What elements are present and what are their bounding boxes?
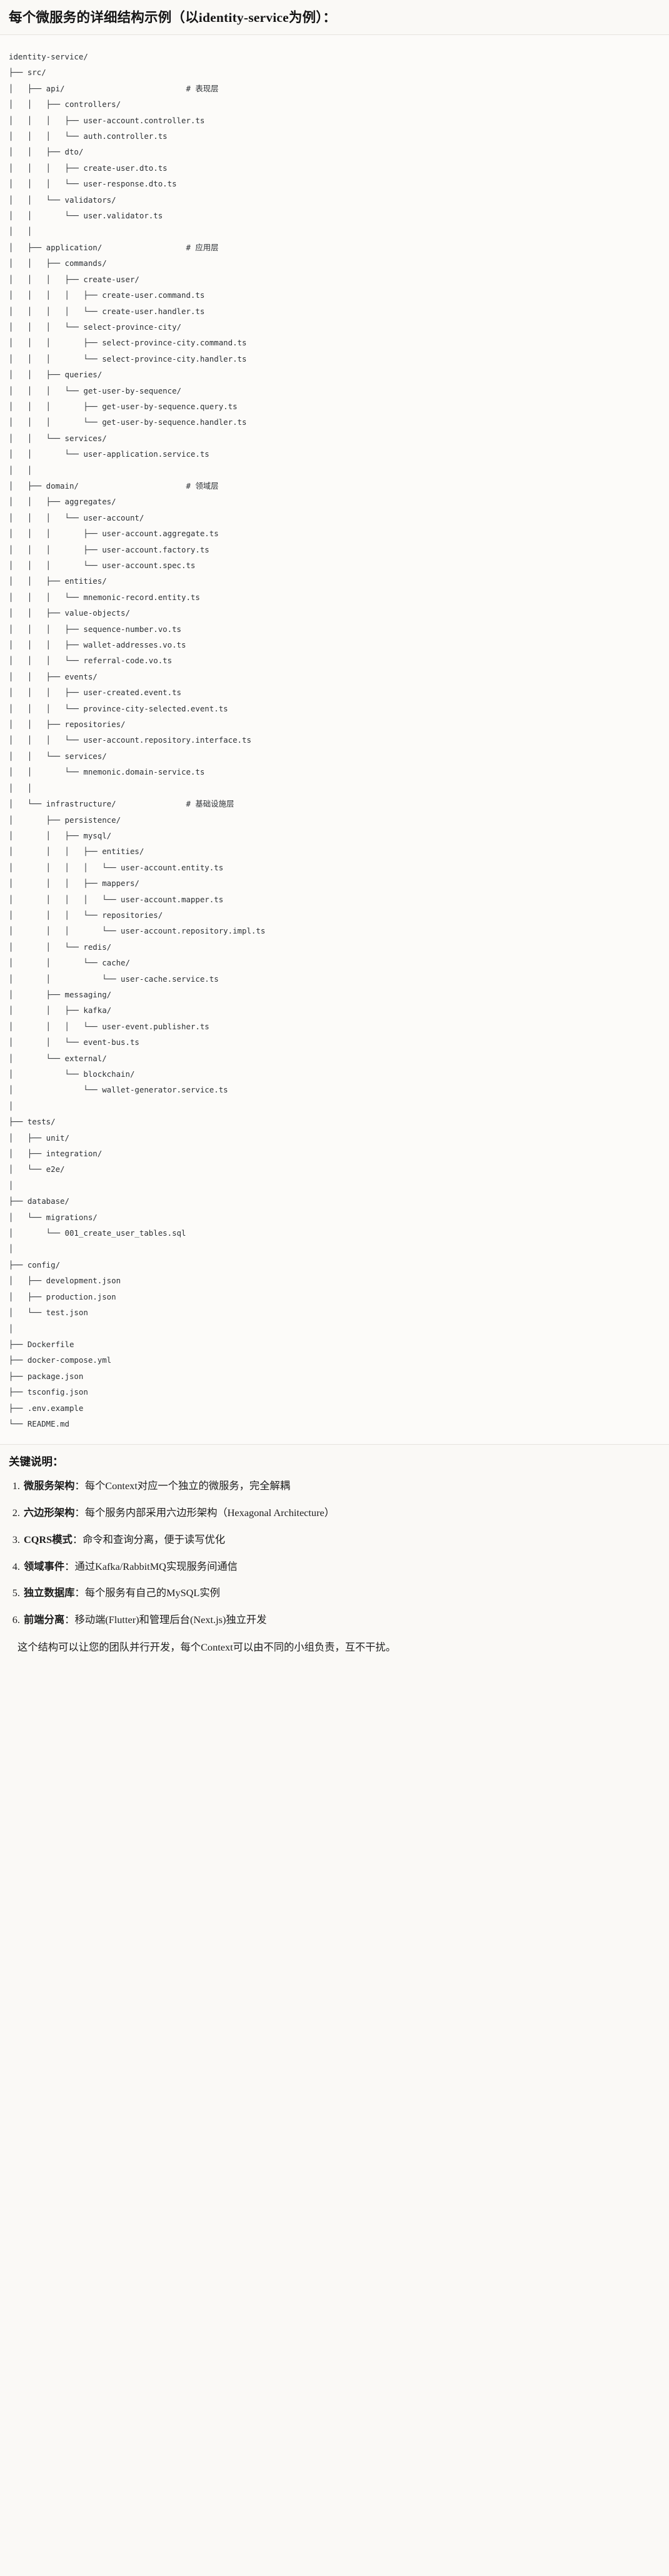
directory-tree-block: identity-service/ ├── src/ │ ├── api/ # … bbox=[0, 35, 669, 1445]
note-sep: ： bbox=[72, 1533, 83, 1545]
note-desc: 命令和查询分离，便于读写优化 bbox=[83, 1533, 226, 1545]
note-term: 领域事件 bbox=[24, 1560, 65, 1572]
divider-bottom bbox=[0, 1444, 669, 1445]
note-sep: ： bbox=[64, 1560, 75, 1572]
directory-tree: identity-service/ ├── src/ │ ├── api/ # … bbox=[9, 52, 266, 1428]
list-item: 前端分离：移动端(Flutter)和管理后台(Next.js)独立开发 bbox=[23, 1613, 660, 1627]
page-title: 每个微服务的详细结构示例（以identity-service为例）： bbox=[9, 10, 336, 25]
list-item: 独立数据库：每个服务有自己的MySQL实例 bbox=[23, 1586, 660, 1601]
list-item: 领域事件：通过Kafka/RabbitMQ实现服务间通信 bbox=[23, 1560, 660, 1574]
closing-paragraph: 这个结构可以让您的团队并行开发，每个Context可以由不同的小组负责，互不干扰… bbox=[18, 1641, 396, 1653]
note-sep: ： bbox=[64, 1614, 75, 1626]
note-term: 独立数据库 bbox=[24, 1587, 75, 1599]
note-desc: 每个服务内部采用六边形架构（Hexagonal Architecture） bbox=[84, 1506, 334, 1519]
list-item: 六边形架构：每个服务内部采用六边形架构（Hexagonal Architectu… bbox=[23, 1506, 660, 1520]
note-desc: 每个服务有自己的MySQL实例 bbox=[84, 1587, 220, 1599]
list-item: 微服务架构：每个Context对应一个独立的微服务，完全解耦 bbox=[23, 1479, 660, 1494]
note-desc: 通过Kafka/RabbitMQ实现服务间通信 bbox=[74, 1560, 238, 1572]
divider-top bbox=[0, 34, 669, 36]
list-item: CQRS模式：命令和查询分离，便于读写优化 bbox=[23, 1533, 660, 1547]
note-desc: 移动端(Flutter)和管理后台(Next.js)独立开发 bbox=[74, 1614, 267, 1626]
note-sep: ： bbox=[74, 1480, 85, 1492]
note-sep: ： bbox=[74, 1587, 85, 1599]
note-term: 前端分离 bbox=[24, 1614, 65, 1626]
note-desc: 每个Context对应一个独立的微服务，完全解耦 bbox=[84, 1480, 291, 1492]
note-sep: ： bbox=[74, 1506, 85, 1519]
key-notes-section: 关键说明： 微服务架构：每个Context对应一个独立的微服务，完全解耦 六边形… bbox=[0, 1445, 669, 1672]
page-root: 每个微服务的详细结构示例（以identity-service为例）： ident… bbox=[0, 0, 669, 1672]
key-notes-list: 微服务架构：每个Context对应一个独立的微服务，完全解耦 六边形架构：每个服… bbox=[9, 1479, 660, 1627]
note-term: 微服务架构 bbox=[24, 1480, 75, 1492]
key-notes-heading: 关键说明： bbox=[9, 1455, 64, 1469]
note-term: CQRS模式 bbox=[24, 1533, 73, 1545]
note-term: 六边形架构 bbox=[24, 1506, 75, 1519]
